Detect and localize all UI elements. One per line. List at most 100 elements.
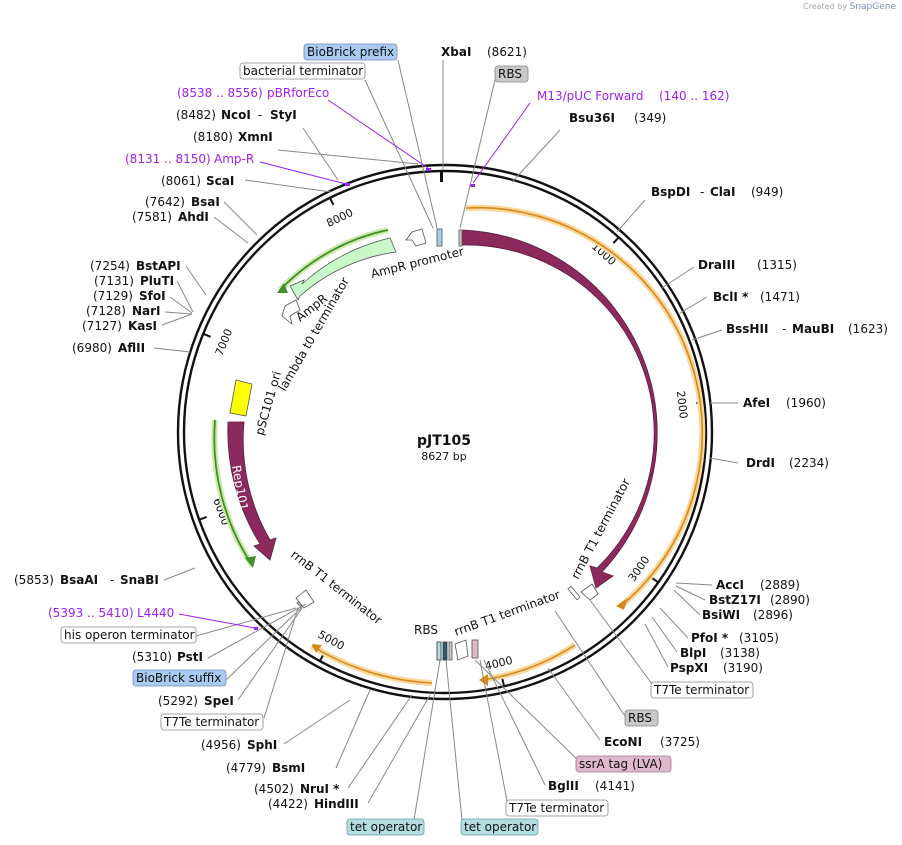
box-biobrick-prefix-bg xyxy=(303,43,398,61)
inner-label-rbs: RBS xyxy=(414,623,438,637)
site-acci-name: AccI xyxy=(716,578,744,592)
inner-label-rrnb2: rrnB T1 terminator xyxy=(452,587,562,638)
box-ssra-bg xyxy=(575,755,672,773)
orange-region-arc-3-head xyxy=(312,644,322,653)
right-labels: XbaI (8621) M13/pUC Forward (140 .. 162)… xyxy=(441,45,888,793)
tick-mark-6000 xyxy=(198,516,208,521)
box-bacterial-terminator-bg xyxy=(239,62,366,80)
site-nari-pos: (7128) xyxy=(86,304,126,318)
box-biobrick-suffix-bg xyxy=(132,669,227,687)
site-bsmi-name: BsmI xyxy=(272,761,305,775)
site-draiii-pos: (1315) xyxy=(757,258,797,272)
box-biobrick-prefix-text: BioBrick prefix xyxy=(307,45,394,59)
site-psti-name: PstI xyxy=(177,650,203,664)
xbai-mark xyxy=(440,170,443,182)
box-t7te-left-text: T7Te terminator xyxy=(163,715,259,729)
leader-bstz17i xyxy=(675,585,706,601)
site-scai-pos: (8061) xyxy=(161,174,201,188)
leader-t7te-bottom xyxy=(479,659,509,807)
site-bsai-pos: (7642) xyxy=(145,195,185,209)
site-clai-name: ClaI xyxy=(710,185,735,199)
leader-aflii xyxy=(153,347,191,353)
tet-operator-block-2 xyxy=(442,641,448,661)
site-blpi-pos: (3138) xyxy=(720,646,760,660)
leader-acci xyxy=(675,582,713,586)
tick-label-2000: 2000 xyxy=(674,390,690,419)
leader-scai xyxy=(244,179,332,193)
leader-pspxi xyxy=(644,623,669,668)
site-ncoi-pos: (8482) xyxy=(176,108,216,122)
biobrick-prefix-block xyxy=(436,228,443,247)
snapgene-brand: SnapGene xyxy=(849,2,896,12)
site-xbai-name: XbaI xyxy=(441,45,471,59)
site-kasi-name: KasI xyxy=(128,319,157,333)
ssra-block xyxy=(471,639,479,659)
site-bsai-name: BsaI xyxy=(191,195,220,209)
box-t7te-right-bg xyxy=(650,681,754,699)
site-acci-pos: (2889) xyxy=(760,578,800,592)
site-bsshii-pos: (1623) xyxy=(848,322,888,336)
primer-ampr-pos: (8131 .. 8150) xyxy=(125,152,211,166)
leader-m13 xyxy=(472,102,531,184)
tick-label-7000: 7000 xyxy=(213,327,236,358)
site-bglii-name: BglII xyxy=(548,779,579,793)
leader-bspdi xyxy=(616,199,646,233)
site-ahdi-name: AhdI xyxy=(178,210,209,224)
site-bsu36i-name: Bsu36I xyxy=(569,111,615,125)
lacZ-arrow xyxy=(461,229,658,589)
feature-arcs xyxy=(211,168,706,686)
site-pspxi-pos: (3190) xyxy=(723,661,763,675)
orange-region-arc-2-line xyxy=(481,644,576,681)
rrnb1-arrow xyxy=(580,583,599,601)
leader-hindiii xyxy=(367,694,431,804)
leader-bsu36i xyxy=(511,129,561,183)
site-maubi-name: MauBI xyxy=(792,322,834,336)
leader-rbs-top xyxy=(459,79,496,229)
center-title: pJT105 8627 bp xyxy=(417,433,471,463)
leader-bcli xyxy=(679,296,708,314)
site-hindiii-pos: (4422) xyxy=(268,797,308,811)
site-aflii-pos: (6980) xyxy=(72,341,112,355)
site-bglii-pos: (4141) xyxy=(595,779,635,793)
site-bspdi-name: BspDI xyxy=(651,185,690,199)
tick-label-8000: 8000 xyxy=(324,206,355,230)
leader-amp-r xyxy=(259,161,347,185)
site-spei-name: SpeI xyxy=(204,694,234,708)
site-ncoi-dash: - xyxy=(258,108,262,122)
lambda-t0-arrow xyxy=(281,299,301,326)
site-nrui-pos: (4502) xyxy=(254,782,294,796)
site-bsshii-dash: - xyxy=(782,322,786,336)
box-t7te-left: T7Te terminator xyxy=(160,713,264,731)
site-bcli-pos: (1471) xyxy=(760,290,800,304)
site-pluti-name: PluTI xyxy=(140,274,174,288)
orange-region-arc-1-head xyxy=(616,598,628,610)
site-pspxi-name: PspXI xyxy=(670,661,708,675)
primer-m13-pos: (140 .. 162) xyxy=(659,89,729,103)
box-t7te-left-bg xyxy=(160,713,264,731)
tick-mark-7000 xyxy=(202,332,211,338)
primer-mark-amp xyxy=(345,183,350,186)
site-styi-name: StyI xyxy=(270,108,297,122)
box-his-operon-terminator-text: his operon terminator xyxy=(64,628,195,642)
backbone-inner-ring xyxy=(182,169,708,695)
site-bsiwi-pos: (2896) xyxy=(753,608,793,622)
tick-mark-4000 xyxy=(501,678,506,687)
leader-ncoi xyxy=(302,127,339,181)
site-ahdi-pos: (7581) xyxy=(132,210,172,224)
site-bstz17i-pos: (2890) xyxy=(770,593,810,607)
leader-t7te-3000 xyxy=(589,599,656,689)
site-bsiwi-name: BsiWI xyxy=(702,608,740,622)
orange-region-arc-3 xyxy=(310,643,433,686)
site-xmni-name: XmnI xyxy=(238,130,273,144)
leader-drdi xyxy=(709,457,739,464)
box-rbs-top-bg xyxy=(494,65,529,83)
primer-mark-m13 xyxy=(470,184,475,187)
site-spei-pos: (5292) xyxy=(158,694,198,708)
box-tet-operator-left-text: tet operator xyxy=(350,820,422,834)
box-t7te-right: T7Te terminator xyxy=(650,681,754,699)
box-rbs-bottom: RBS xyxy=(624,709,659,727)
rbs-block-top xyxy=(458,229,463,247)
leader-blpi xyxy=(651,616,678,653)
leader-pluti xyxy=(176,280,194,313)
